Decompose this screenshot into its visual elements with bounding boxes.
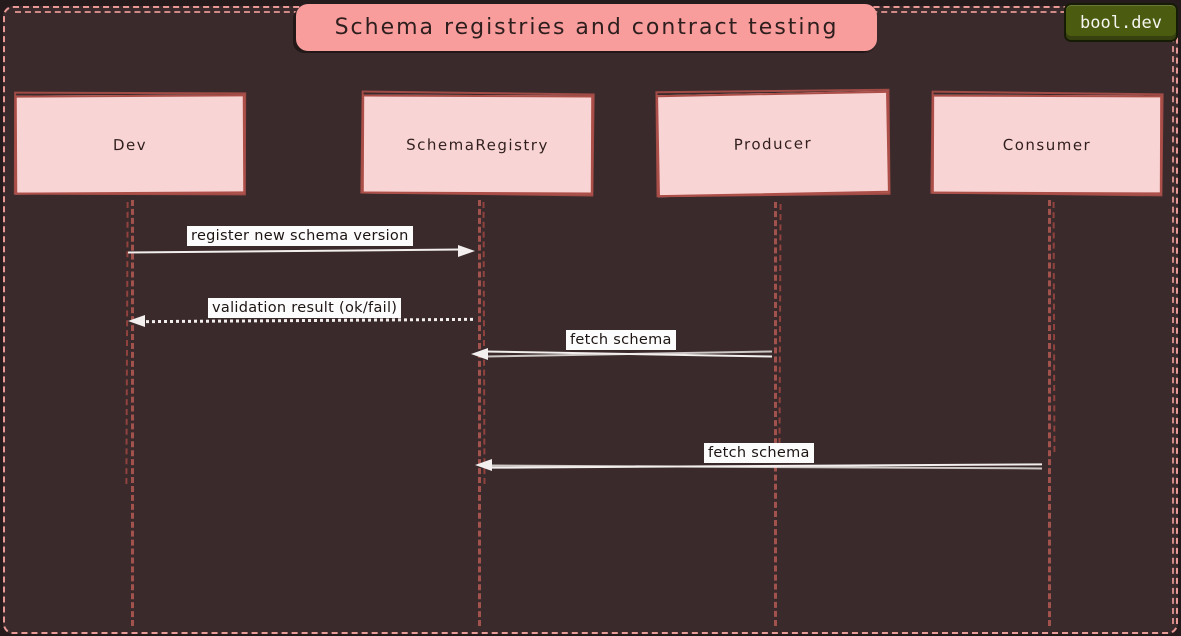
arrowhead-left-icon: [128, 315, 145, 327]
lifeline-consumer-sketch: [1052, 201, 1056, 453]
lifeline-dev: [131, 200, 134, 626]
message-label-register-schema: register new schema version: [187, 226, 413, 246]
message-label-fetch-schema-consumer: fetch schema: [704, 443, 814, 463]
lifeline-producer-sketch: [778, 203, 782, 455]
lifeline-schemaregistry-sketch: [482, 201, 486, 485]
arrowhead-left-icon: [475, 459, 492, 471]
message-label-fetch-schema-producer: fetch schema: [566, 330, 676, 350]
participant-dev: Dev: [14, 94, 246, 195]
participant-dev-label: Dev: [112, 135, 148, 154]
participant-producer: Producer: [656, 90, 890, 198]
diagram-title: Schema registries and contract testing: [296, 4, 877, 51]
arrowhead-right-icon: [458, 245, 475, 257]
lifeline-producer: [774, 202, 777, 626]
lifeline-consumer: [1048, 200, 1051, 626]
message-label-validation-result: validation result (ok/fail): [208, 298, 402, 318]
arrowhead-left-icon: [471, 348, 488, 360]
brand-badge: bool.dev: [1064, 3, 1178, 42]
participant-consumer: Consumer: [931, 94, 1163, 195]
diagram-title-text: Schema registries and contract testing: [334, 15, 839, 40]
participant-producer-label: Producer: [733, 134, 813, 154]
participant-consumer-label: Consumer: [1002, 135, 1092, 154]
participant-schemaregistry-label: SchemaRegistry: [406, 135, 549, 154]
participant-schemaregistry: SchemaRegistry: [361, 94, 594, 195]
lifeline-dev-sketch: [125, 201, 129, 485]
brand-badge-text: bool.dev: [1080, 12, 1162, 33]
lifeline-schemaregistry: [478, 200, 481, 626]
